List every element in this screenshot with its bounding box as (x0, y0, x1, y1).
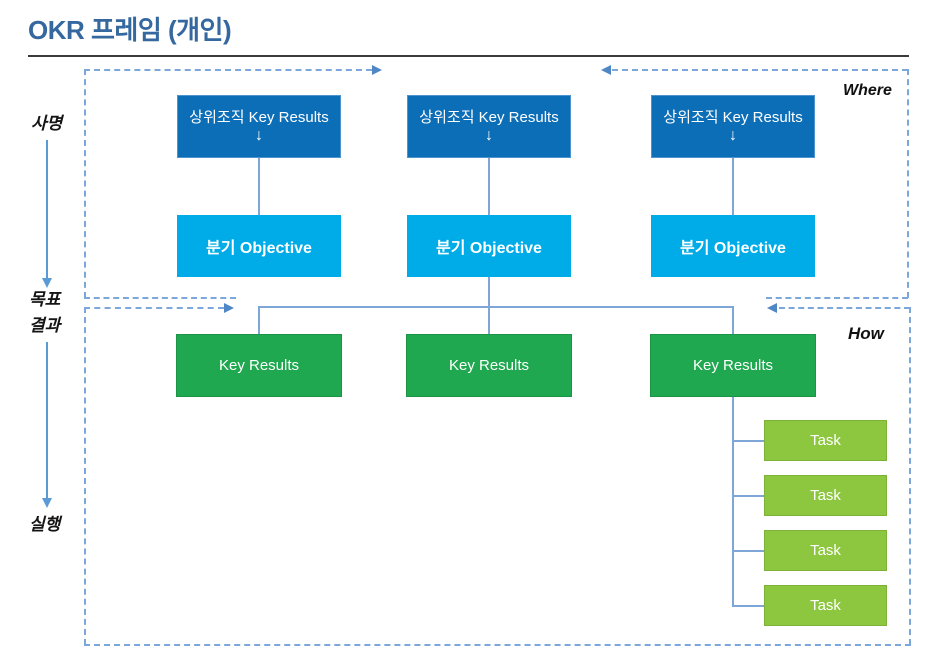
task-box-4: Task (764, 585, 887, 626)
key-results-box-2: Key Results (406, 334, 572, 397)
cycle-arrow-right-icon (372, 65, 382, 75)
key-results-box-3: Key Results (650, 334, 816, 397)
connector-line (258, 158, 260, 215)
task-box-3: Task (764, 530, 887, 571)
connector-stub-line (732, 605, 764, 607)
connector-stub-line (732, 495, 764, 497)
where-frame-bottom-right (766, 297, 908, 299)
task-box-1: Task (764, 420, 887, 461)
quarter-objective-label: 분기 Objective (206, 240, 312, 257)
connector-line (732, 306, 734, 334)
down-arrow-icon (42, 498, 52, 508)
task-label: Task (810, 597, 841, 614)
parent-key-results-box-1: 상위조직 Key Results ↓ (177, 95, 341, 158)
quarter-objective-box-2: 분기 Objective (407, 215, 571, 277)
task-box-2: Task (764, 475, 887, 516)
parent-key-results-box-2: 상위조직 Key Results ↓ (407, 95, 571, 158)
how-frame-top-left (84, 307, 224, 309)
connector-line (258, 306, 260, 334)
how-frame-top-right (779, 307, 910, 309)
down-arrow-glyph: ↓ (255, 127, 263, 144)
down-arrow-glyph: ↓ (729, 127, 737, 144)
parent-key-results-label: 상위조직 Key Results (663, 109, 803, 126)
key-results-label: Key Results (692, 357, 774, 374)
connector-line (488, 306, 490, 334)
task-label: Task (810, 542, 841, 559)
rail-arrow-line (46, 140, 48, 278)
down-arrow-glyph: ↓ (485, 127, 493, 144)
cycle-arrow-left-icon (767, 303, 777, 313)
cycle-arrow-left-icon (601, 65, 611, 75)
how-frame-bottom (84, 644, 911, 646)
how-label: How (848, 324, 884, 343)
where-frame-right (907, 69, 909, 298)
how-frame-left (84, 307, 86, 645)
task-label: Task (810, 432, 841, 449)
where-frame-left (84, 69, 86, 298)
how-frame-right (909, 307, 911, 645)
page-title: OKR 프레임 (개인) (28, 15, 232, 45)
connector-spine-line (732, 397, 734, 606)
where-frame-bottom-left (84, 297, 236, 299)
quarter-objective-label: 분기 Objective (436, 240, 542, 257)
parent-key-results-label: 상위조직 Key Results (189, 109, 329, 126)
rail-label-goal: 목표 (29, 290, 61, 309)
key-results-box-1: Key Results (176, 334, 342, 397)
rail-arrow-line (46, 342, 48, 498)
where-label: Where (843, 82, 892, 99)
connector-stub-line (732, 440, 764, 442)
key-results-label: Key Results (448, 357, 530, 374)
parent-key-results-label: 상위조직 Key Results (419, 109, 559, 126)
title-underline (28, 55, 909, 57)
where-frame-top-left (84, 69, 372, 71)
connector-line (488, 158, 490, 215)
where-frame-top-right (612, 69, 908, 71)
key-results-label: Key Results (218, 357, 300, 374)
quarter-objective-label: 분기 Objective (680, 240, 786, 257)
down-arrow-icon (42, 278, 52, 288)
task-label: Task (810, 487, 841, 504)
rail-label-mission: 사명 (31, 114, 63, 133)
connector-stub-line (732, 550, 764, 552)
quarter-objective-box-3: 분기 Objective (651, 215, 815, 277)
connector-line (488, 277, 490, 306)
cycle-arrow-right-icon (224, 303, 234, 313)
connector-bus-line (258, 306, 734, 308)
parent-key-results-box-3: 상위조직 Key Results ↓ (651, 95, 815, 158)
quarter-objective-box-1: 분기 Objective (177, 215, 341, 277)
rail-label-execution: 실행 (29, 515, 61, 534)
rail-label-result: 결과 (29, 316, 61, 335)
connector-line (732, 158, 734, 215)
